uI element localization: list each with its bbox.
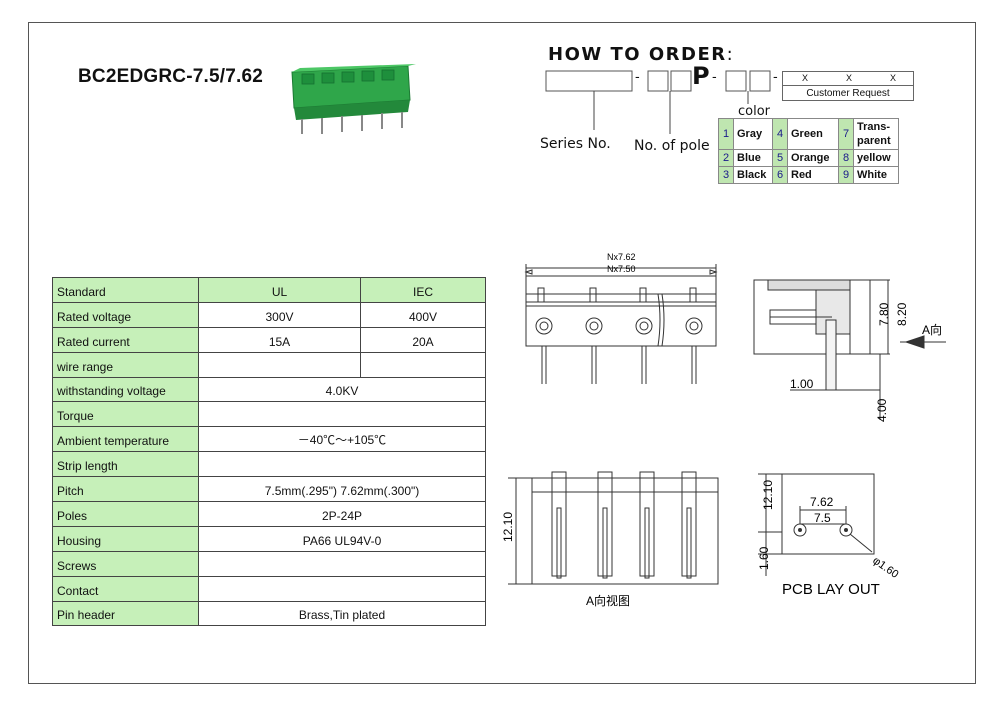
table-row: Screws [52,550,486,577]
table-row: Rated current 15A 20A [52,326,486,353]
customer-x-1: X [801,73,808,83]
dim-nx750: Nx7.50 [607,264,636,274]
product-image [291,64,416,134]
order-p-letter: P [692,62,710,90]
pcb-layout-caption: PCB LAY OUT [782,581,880,598]
view-a-arrow-label: A向 [922,322,942,337]
color-label: color [738,104,771,119]
page-frame [28,22,976,684]
table-row: Torque [52,401,486,428]
table-row: Pitch 7.5mm(.295") 7.62mm(.300") [52,476,486,503]
dim-160-pcb: 1.60 [757,546,771,570]
table-row: Housing PA66 UL94V-0 [52,525,486,552]
dim-hole-diameter: φ1.60 [870,555,900,581]
customer-x-3: X [889,73,896,83]
dim-820: 8.20 [895,302,909,326]
dim-75-pcb: 7.5 [814,511,831,525]
order-dash-1: - [635,70,640,85]
table-row: Poles 2P-24P [52,501,486,527]
table-row: withstanding voltage 4.0KV [52,376,486,403]
color-row: 2 Blue 5 Orange 8 yellow [718,149,899,167]
dim-1210-pcb: 12.10 [761,480,775,510]
series-no-label: Series No. [540,136,611,152]
order-dash-2: - [712,70,717,85]
side-view-drawing: 7.80 8.20 1.00 4.00 A向 [753,279,946,422]
spec-table: Standard UL IEC Rated voltage 300V 400V … [52,277,486,627]
customer-request-box: X X X Customer Request [782,71,914,101]
customer-request-label: Customer Request [806,88,890,99]
color-row: 3 Black 6 Red 9 White [718,166,899,184]
dim-400: 4.00 [875,398,889,422]
dim-762-pcb: 7.62 [810,495,834,509]
table-row: Strip length [52,451,486,478]
view-a-caption: A向视图 [586,593,630,608]
dim-780: 7.80 [877,302,891,326]
customer-x-2: X [845,73,852,83]
color-options-table: 1 Gray 4 Green 7 Trans-parent 2 Blue 5 O… [718,118,899,184]
bottom-view-drawing: 12.10 A向视图 [501,471,719,608]
order-dash-3: - [773,70,778,85]
table-row: Pin header Brass,Tin plated [52,600,486,627]
product-title: BC2EDGRC-7.5/7.62 [78,66,264,87]
table-row: wire range [52,351,486,378]
table-row: Contact [52,575,486,602]
front-view-drawing: Nx7.62 Nx7.50 [524,252,718,384]
dim-100: 1.00 [790,377,814,391]
table-row: Rated voltage 300V 400V [52,301,486,328]
dim-1210-bottom: 12.10 [501,512,515,542]
dim-nx762: Nx7.62 [607,252,636,262]
how-to-order-heading: HOW TO ORDER: [548,44,735,65]
table-row: Standard UL IEC [52,277,486,303]
order-code-diagram [545,70,771,134]
table-row: Ambient temperature －40℃～+105℃ [52,426,486,453]
pcb-layout-drawing: 12.10 1.60 7.62 7.5 φ1.60 PCB LAY OUT [757,473,901,598]
no-of-pole-label: No. of pole [634,138,710,154]
color-row: 1 Gray 4 Green 7 Trans-parent [718,118,899,150]
